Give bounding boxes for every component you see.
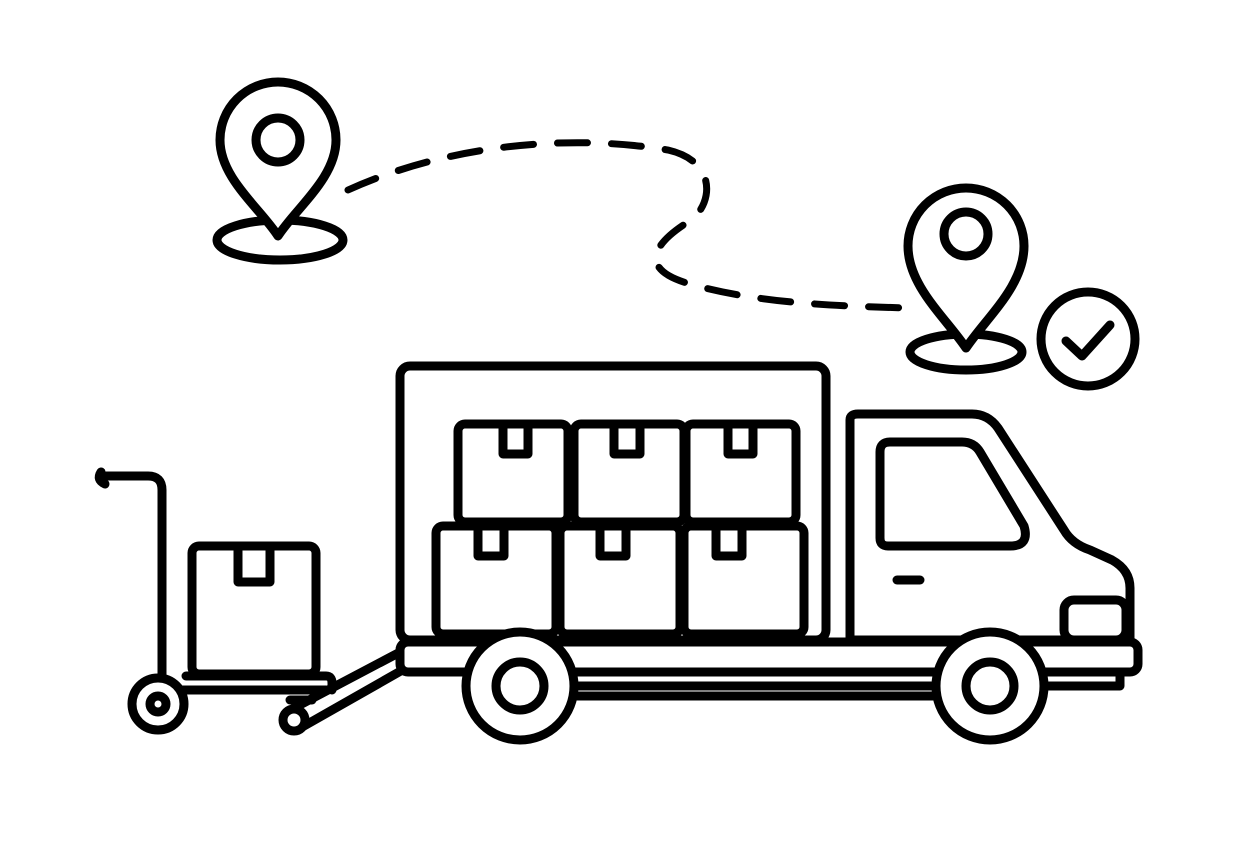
cargo-box [555,521,685,639]
destination-location-pin-icon [903,183,1029,375]
truck-cab [845,409,1135,645]
truck-headlight [1059,595,1131,645]
cargo-box [569,419,689,527]
cargo-box [453,419,573,527]
truck-rear-wheel [461,627,579,745]
origin-location-pin-icon [212,77,348,265]
cargo-box [679,521,809,639]
checkmark-circle-icon [1036,287,1140,391]
dashed-route-path [344,139,912,312]
cargo-box [681,419,801,527]
cargo-box [431,521,561,639]
hand-truck-wheel [127,673,189,735]
hand-truck-icon [94,467,337,705]
truck-window [875,437,1030,551]
hand-truck-small-wheel [278,704,310,736]
hand-truck-box [187,541,321,679]
truck-front-wheel [931,627,1049,745]
